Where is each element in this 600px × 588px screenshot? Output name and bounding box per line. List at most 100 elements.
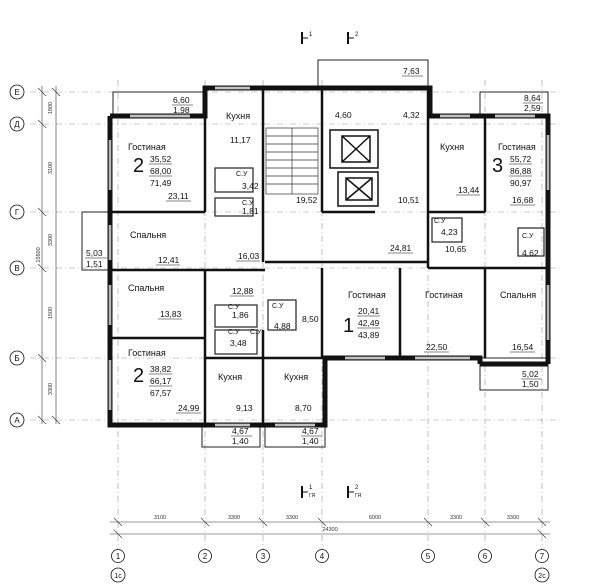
apartment-1-center: 1 20,41 42,49 43,89 — [343, 306, 380, 340]
section-mark-top-2: 2 — [347, 32, 359, 44]
svg-text:16,68: 16,68 — [512, 195, 534, 205]
svg-text:12,88: 12,88 — [232, 286, 254, 296]
dim-bottom-3: 3300 — [286, 515, 298, 521]
elevator-shafts — [329, 129, 379, 207]
window-glazing — [108, 86, 550, 427]
svg-text:Г: Г — [15, 208, 20, 217]
svg-text:В: В — [14, 264, 19, 273]
dim-bottom-2: 3300 — [228, 515, 240, 521]
area-values: 6,60 1,98 11,17 3,42 1,81 23,11 19,52 4,… — [85, 66, 543, 446]
svg-text:8,64: 8,64 — [524, 93, 541, 103]
room-su-7: С.У — [434, 218, 446, 225]
svg-text:ГЯ: ГЯ — [309, 493, 316, 499]
dim-left-total: 15600 — [36, 247, 42, 262]
svg-text:2: 2 — [133, 365, 144, 387]
svg-text:5: 5 — [426, 552, 431, 561]
row-axis-markers: Е Д Г В Б А — [9, 84, 25, 428]
axis-marker-col-1: 1 — [111, 549, 125, 563]
section-mark-bottom-1: 1 ГЯ — [301, 485, 316, 499]
svg-text:16,54: 16,54 — [512, 342, 534, 352]
axis-marker-row-a: А — [9, 412, 25, 428]
svg-text:22,50: 22,50 — [426, 342, 448, 352]
svg-text:Б: Б — [14, 354, 19, 363]
svg-text:5,03: 5,03 — [86, 248, 103, 258]
svg-text:24,99: 24,99 — [178, 403, 200, 413]
axis-marker-row-e: Е — [9, 84, 25, 100]
svg-text:4,67: 4,67 — [232, 426, 249, 436]
svg-text:43,89: 43,89 — [358, 330, 380, 340]
room-spalnya-right: Спальня — [500, 290, 536, 300]
svg-text:1: 1 — [309, 485, 313, 491]
interior-walls — [110, 88, 548, 425]
axis-marker-row-b: Б — [9, 350, 25, 366]
svg-text:1: 1 — [309, 32, 313, 38]
axis-marker-col-4: 4 — [315, 549, 329, 563]
svg-text:16,03: 16,03 — [238, 251, 260, 261]
svg-text:1: 1 — [343, 315, 354, 337]
dim-bottom-1: 3100 — [154, 515, 166, 521]
svg-text:10,65: 10,65 — [445, 244, 467, 254]
svg-text:1: 1 — [116, 552, 121, 561]
apartment-2-top-left: 2 35,52 68,00 71,49 — [133, 154, 172, 188]
svg-text:4,88: 4,88 — [274, 321, 291, 331]
dim-left-1: 1800 — [48, 102, 54, 114]
svg-text:4,23: 4,23 — [441, 227, 458, 237]
svg-text:ГЯ: ГЯ — [355, 493, 362, 499]
section-mark-bottom-2: 2 ГЯ — [347, 485, 362, 499]
svg-text:1,86: 1,86 — [232, 310, 249, 320]
room-kuhnya-bottom-2: Кухня — [284, 372, 308, 382]
svg-text:2: 2 — [203, 552, 208, 561]
svg-text:66,17: 66,17 — [150, 376, 172, 386]
svg-text:35,52: 35,52 — [150, 154, 172, 164]
svg-text:2: 2 — [133, 155, 144, 177]
svg-text:24,81: 24,81 — [390, 243, 412, 253]
windows — [108, 86, 550, 427]
svg-text:7,63: 7,63 — [403, 66, 420, 76]
axis-marker-row-d: Д — [9, 116, 25, 132]
axis-marker-col-5: 5 — [421, 549, 435, 563]
svg-text:4,60: 4,60 — [335, 110, 352, 120]
svg-text:86,88: 86,88 — [510, 166, 532, 176]
svg-text:4,67: 4,67 — [302, 426, 319, 436]
svg-text:13,44: 13,44 — [458, 185, 480, 195]
svg-text:4,32: 4,32 — [403, 110, 420, 120]
axis-tag-2c: 2с — [534, 567, 550, 583]
svg-text:42,49: 42,49 — [358, 318, 380, 328]
svg-text:6,60: 6,60 — [173, 95, 190, 105]
svg-text:10,51: 10,51 — [398, 195, 420, 205]
svg-text:1с: 1с — [114, 573, 122, 580]
svg-text:3: 3 — [492, 155, 503, 177]
svg-text:11,17: 11,17 — [230, 135, 251, 145]
svg-text:А: А — [14, 416, 20, 425]
axis-marker-row-v: В — [9, 260, 25, 276]
room-spalnya-mid-left: Спальня — [128, 283, 164, 293]
dim-bottom-total: 24300 — [322, 527, 337, 533]
axis-marker-row-g: Г — [9, 204, 25, 220]
svg-text:20,41: 20,41 — [358, 306, 380, 316]
axis-marker-col-2: 2 — [198, 549, 212, 563]
svg-text:4: 4 — [320, 552, 325, 561]
room-kuhnya-top-right: Кухня — [440, 142, 464, 152]
svg-text:90,97: 90,97 — [510, 178, 532, 188]
room-su-5: С.У — [272, 303, 284, 310]
dim-left-2: 3100 — [48, 162, 54, 174]
room-kuhnya-bottom-1: Кухня — [218, 372, 242, 382]
room-su-6: С.У — [250, 329, 262, 336]
svg-text:2: 2 — [355, 485, 359, 491]
bottom-dimension-chain — [110, 517, 550, 539]
svg-text:5,02: 5,02 — [522, 369, 539, 379]
column-axis-markers: 1 2 3 4 5 6 7 1с — [110, 549, 550, 583]
svg-text:19,52: 19,52 — [296, 195, 318, 205]
svg-text:23,11: 23,11 — [168, 191, 189, 201]
room-gostinaya-top-right: Гостиная — [498, 142, 536, 152]
svg-text:67,57: 67,57 — [150, 388, 172, 398]
partition-walls — [214, 167, 545, 355]
left-dimension-chain — [37, 86, 61, 425]
axis-marker-col-6: 6 — [478, 549, 492, 563]
apartment-3-right: 3 55,72 86,88 90,97 — [492, 154, 532, 188]
svg-text:2с: 2с — [538, 573, 546, 580]
svg-text:4,62: 4,62 — [522, 248, 539, 258]
room-gostinaya-top-left: Гостиная — [128, 142, 166, 152]
svg-text:13,83: 13,83 — [160, 309, 182, 319]
